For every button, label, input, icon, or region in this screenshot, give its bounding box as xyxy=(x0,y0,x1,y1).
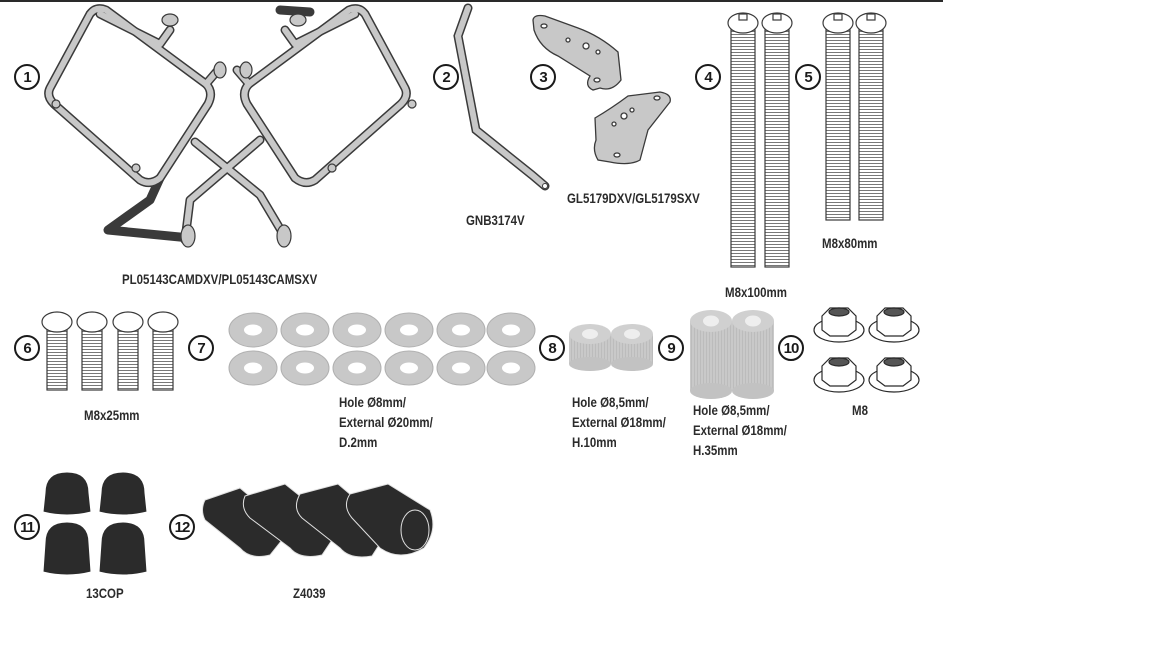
part-10-code: M8 xyxy=(852,402,868,418)
part-9-spec-line: Hole Ø8,5mm/ xyxy=(693,402,770,418)
part-7-washers-illustration xyxy=(228,312,536,386)
callout-7: 7 xyxy=(188,335,214,361)
part-8-spacers-illustration xyxy=(569,324,653,371)
callout-1: 1 xyxy=(14,64,40,90)
part-9-spec: Hole Ø8,5mm/ External Ø18mm/ H.35mm xyxy=(693,400,787,460)
callout-11: 11 xyxy=(14,514,40,540)
part-7-spec-line: D.2mm xyxy=(339,434,378,450)
part-6-screws-illustration xyxy=(41,311,179,391)
part-9-spec-line: H.35mm xyxy=(693,442,738,458)
part-8-spec-line: Hole Ø8,5mm/ xyxy=(572,394,649,410)
callout-9: 9 xyxy=(658,335,684,361)
callout-2: 2 xyxy=(433,64,459,90)
part-11-caps-illustration xyxy=(42,471,148,576)
callout-10: 10 xyxy=(778,335,804,361)
part-7-spec-line: External Ø20mm/ xyxy=(339,414,433,430)
part-10-nuts-illustration xyxy=(813,307,920,393)
callout-6: 6 xyxy=(14,335,40,361)
part-6-code: M8x25mm xyxy=(84,407,140,423)
part-12-sleeves-illustration xyxy=(202,483,434,558)
top-border-line xyxy=(0,0,943,2)
part-2-code: GNB3174V xyxy=(466,212,525,228)
part-1-code: PL05143CAMDXV/PL05143CAMSXV xyxy=(122,271,318,287)
callout-5: 5 xyxy=(795,64,821,90)
part-5-code: M8x80mm xyxy=(822,235,878,251)
part-11-code: 13COP xyxy=(86,585,124,601)
part-12-code: Z4039 xyxy=(293,585,326,601)
callout-4: 4 xyxy=(695,64,721,90)
part-7-spec: Hole Ø8mm/ External Ø20mm/ D.2mm xyxy=(339,392,433,452)
part-8-spec-line: External Ø18mm/ xyxy=(572,414,666,430)
part-5-screws-illustration xyxy=(822,12,887,221)
callout-12: 12 xyxy=(169,514,195,540)
part-4-code: M8x100mm xyxy=(725,284,787,300)
part-9-spacers-illustration xyxy=(690,310,774,399)
callout-3: 3 xyxy=(530,64,556,90)
part-8-spec-line: H.10mm xyxy=(572,434,617,450)
part-8-spec: Hole Ø8,5mm/ External Ø18mm/ H.10mm xyxy=(572,392,666,452)
part-3-mounting-plates-illustration xyxy=(532,14,671,165)
part-1-frames-illustration xyxy=(44,4,417,248)
part-9-spec-line: External Ø18mm/ xyxy=(693,422,787,438)
callout-8: 8 xyxy=(539,335,565,361)
part-4-screws-illustration xyxy=(727,12,793,268)
part-3-code: GL5179DXV/GL5179SXV xyxy=(567,190,700,206)
part-2-bracket-bar-illustration xyxy=(453,3,550,191)
part-7-spec-line: Hole Ø8mm/ xyxy=(339,394,406,410)
